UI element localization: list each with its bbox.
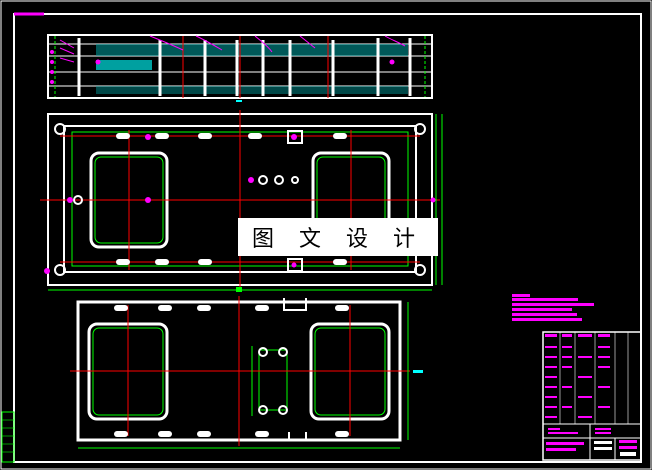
side-table [1, 411, 15, 463]
section-view [47, 34, 433, 102]
section-hatch-top [96, 44, 408, 56]
back-view [70, 296, 423, 449]
section-hatch-mid [96, 60, 152, 70]
section-hatch-bottom [96, 86, 408, 94]
title-block [542, 331, 642, 461]
plan-view [40, 110, 443, 292]
technical-notes [512, 294, 594, 321]
sheet-inner-border [13, 13, 642, 463]
watermark-label: 图 文 设 计 [238, 218, 438, 256]
